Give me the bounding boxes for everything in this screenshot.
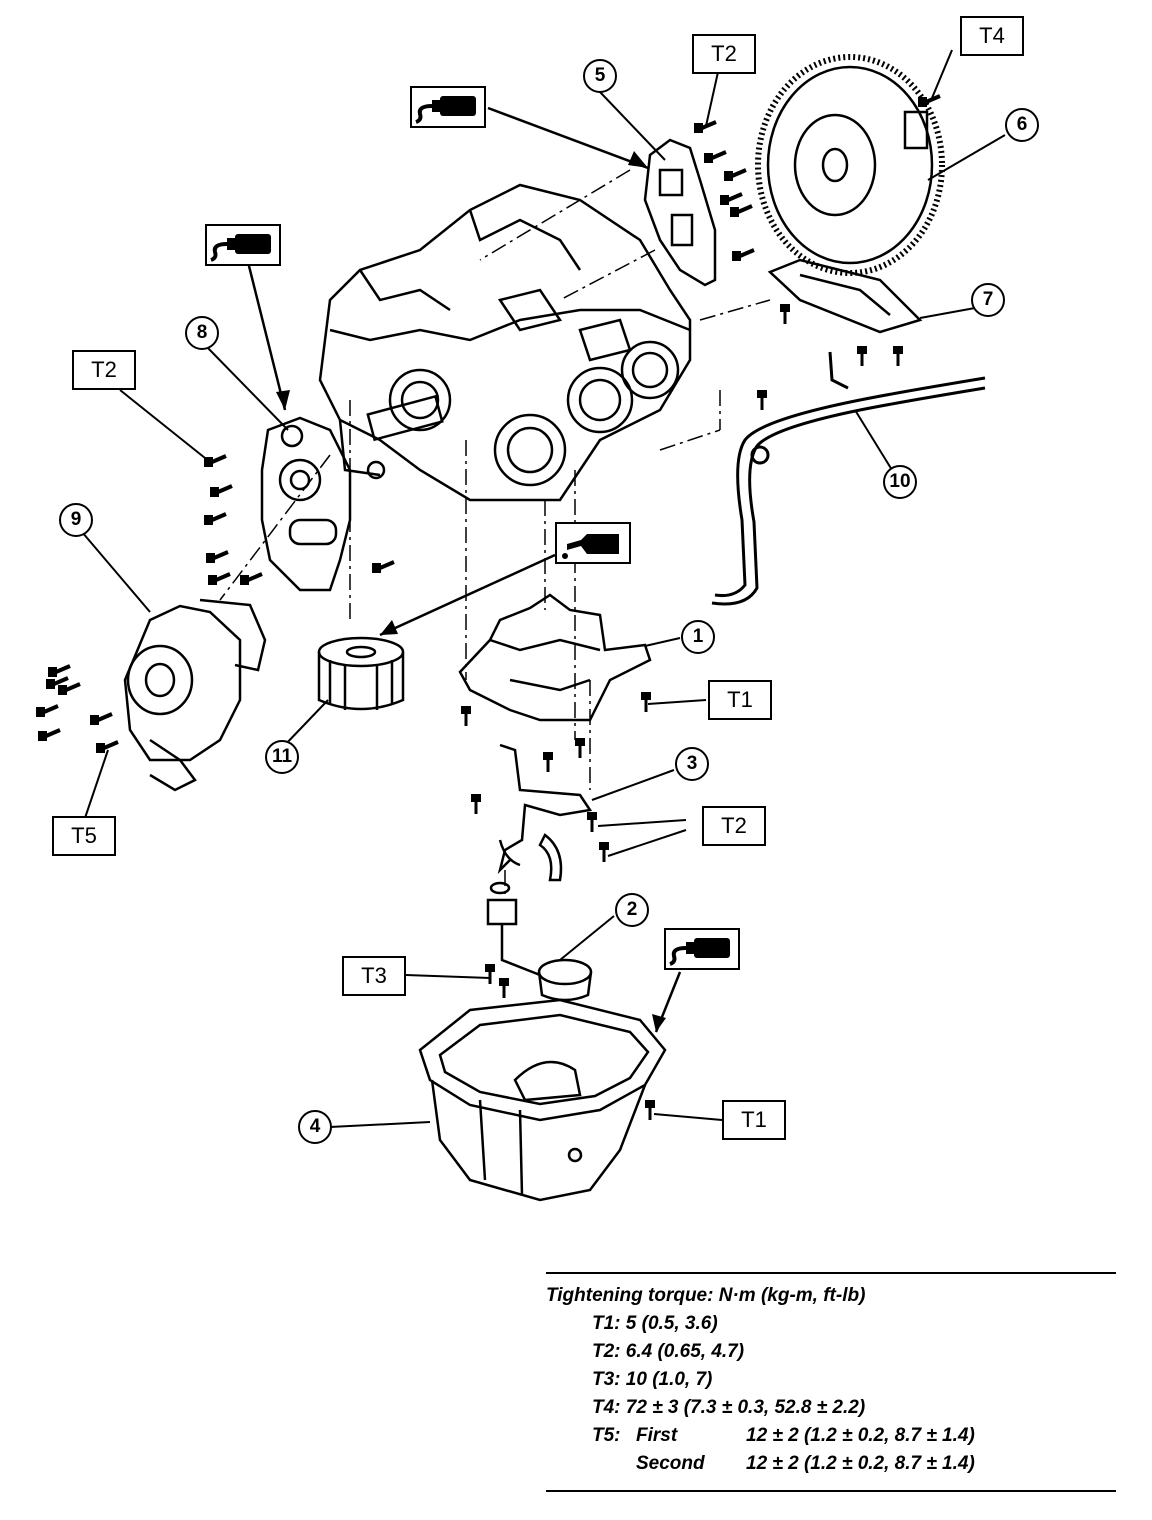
legend-title: Tightening torque: N·m (kg-m, ft-lb) xyxy=(546,1285,866,1306)
legend-key: T1: xyxy=(592,1313,621,1334)
arrow-heads xyxy=(276,151,666,1032)
torque-label-t2: T2 xyxy=(692,34,756,74)
callout-6: 6 xyxy=(1005,108,1039,142)
legend-value: 10 (1.0, 7) xyxy=(625,1369,713,1390)
oil-strainer xyxy=(486,881,593,1002)
torque-label-t3: T3 xyxy=(342,956,406,996)
callout-11: 11 xyxy=(265,740,299,774)
callout-10: 10 xyxy=(883,465,917,499)
torque-label-t5: T5 xyxy=(52,816,116,856)
oil-separator-cover xyxy=(643,138,717,287)
legend-row-t2: T2: 6.4 (0.65, 4.7) xyxy=(546,1338,1116,1366)
torque-label-t4: T4 xyxy=(960,16,1024,56)
callout-7: 7 xyxy=(971,283,1005,317)
strainer-stay xyxy=(497,743,593,882)
callout-1: 1 xyxy=(681,620,715,654)
callout-5: 5 xyxy=(583,59,617,93)
callout-3: 3 xyxy=(675,747,709,781)
callout-9: 9 xyxy=(59,503,93,537)
liquid-gasket-tube-icon xyxy=(205,224,281,266)
legend-row-t5-second: Second 12 ± 2 (1.2 ± 0.2, 8.7 ± 1.4) xyxy=(546,1450,1116,1478)
liquid-gasket-tube-icon xyxy=(410,86,486,128)
legend-row-t4: T4: 72 ± 3 (7.3 ± 0.3, 52.8 ± 2.2) xyxy=(546,1394,1116,1422)
oil-level-gauge-guide xyxy=(711,351,986,606)
legend-value: 72 ± 3 (7.3 ± 0.3, 52.8 ± 2.2) xyxy=(625,1397,866,1418)
torque-legend: Tightening torque: N·m (kg-m, ft-lb) T1:… xyxy=(546,1272,1116,1492)
torque-label-t2: T2 xyxy=(72,350,136,390)
callout-4: 4 xyxy=(298,1110,332,1144)
cover xyxy=(767,258,923,334)
legend-key: T4: xyxy=(592,1397,621,1418)
legend-value: 12 ± 2 (1.2 ± 0.2, 8.7 ± 1.4) xyxy=(746,1453,975,1474)
legend-key: T3: xyxy=(592,1369,621,1390)
legend-row-t3: T3: 10 (1.0, 7) xyxy=(546,1366,1116,1394)
water-pump xyxy=(123,598,267,792)
flywheel xyxy=(755,54,945,276)
engine-block xyxy=(318,183,692,502)
engine-oil-can-icon xyxy=(555,522,631,564)
callout-8: 8 xyxy=(185,316,219,350)
liquid-gasket-tube-icon xyxy=(664,928,740,970)
legend-step-label: Second xyxy=(636,1453,705,1474)
bolts xyxy=(34,94,942,1122)
oil-pump xyxy=(260,416,386,592)
leader-lines xyxy=(81,49,1006,1128)
legend-value: 6.4 (0.65, 4.7) xyxy=(625,1341,745,1362)
legend-step-label: First xyxy=(636,1425,678,1446)
oil-pan xyxy=(418,998,667,1202)
assembly-lines xyxy=(219,169,771,900)
application-arrows xyxy=(246,106,682,1033)
legend-value: 5 (0.5, 3.6) xyxy=(625,1313,718,1334)
torque-label-t1: T1 xyxy=(722,1100,786,1140)
torque-label-t1: T1 xyxy=(708,680,772,720)
oil-filter xyxy=(317,636,405,711)
legend-row-t5-first: T5: First 12 ± 2 (1.2 ± 0.2, 8.7 ± 1.4) xyxy=(546,1422,1116,1450)
legend-key: T5: xyxy=(592,1425,621,1446)
baffle-plate xyxy=(458,593,652,722)
legend-key: T2: xyxy=(592,1341,621,1362)
callout-2: 2 xyxy=(615,893,649,927)
legend-value: 12 ± 2 (1.2 ± 0.2, 8.7 ± 1.4) xyxy=(746,1425,975,1446)
legend-row-t1: T1: 5 (0.5, 3.6) xyxy=(546,1310,1116,1338)
torque-label-t2: T2 xyxy=(702,806,766,846)
